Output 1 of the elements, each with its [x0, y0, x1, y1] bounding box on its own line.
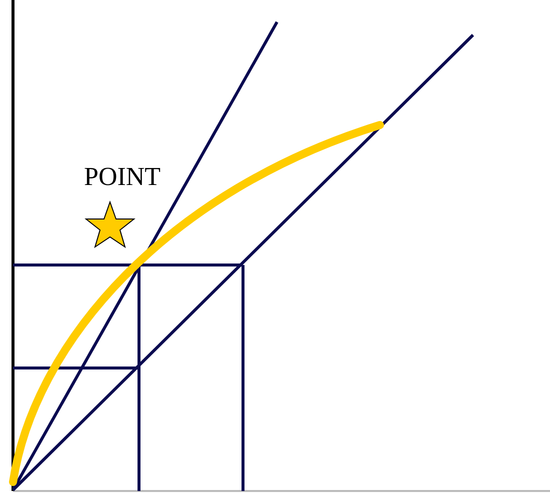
point-label: POINT [84, 162, 161, 192]
